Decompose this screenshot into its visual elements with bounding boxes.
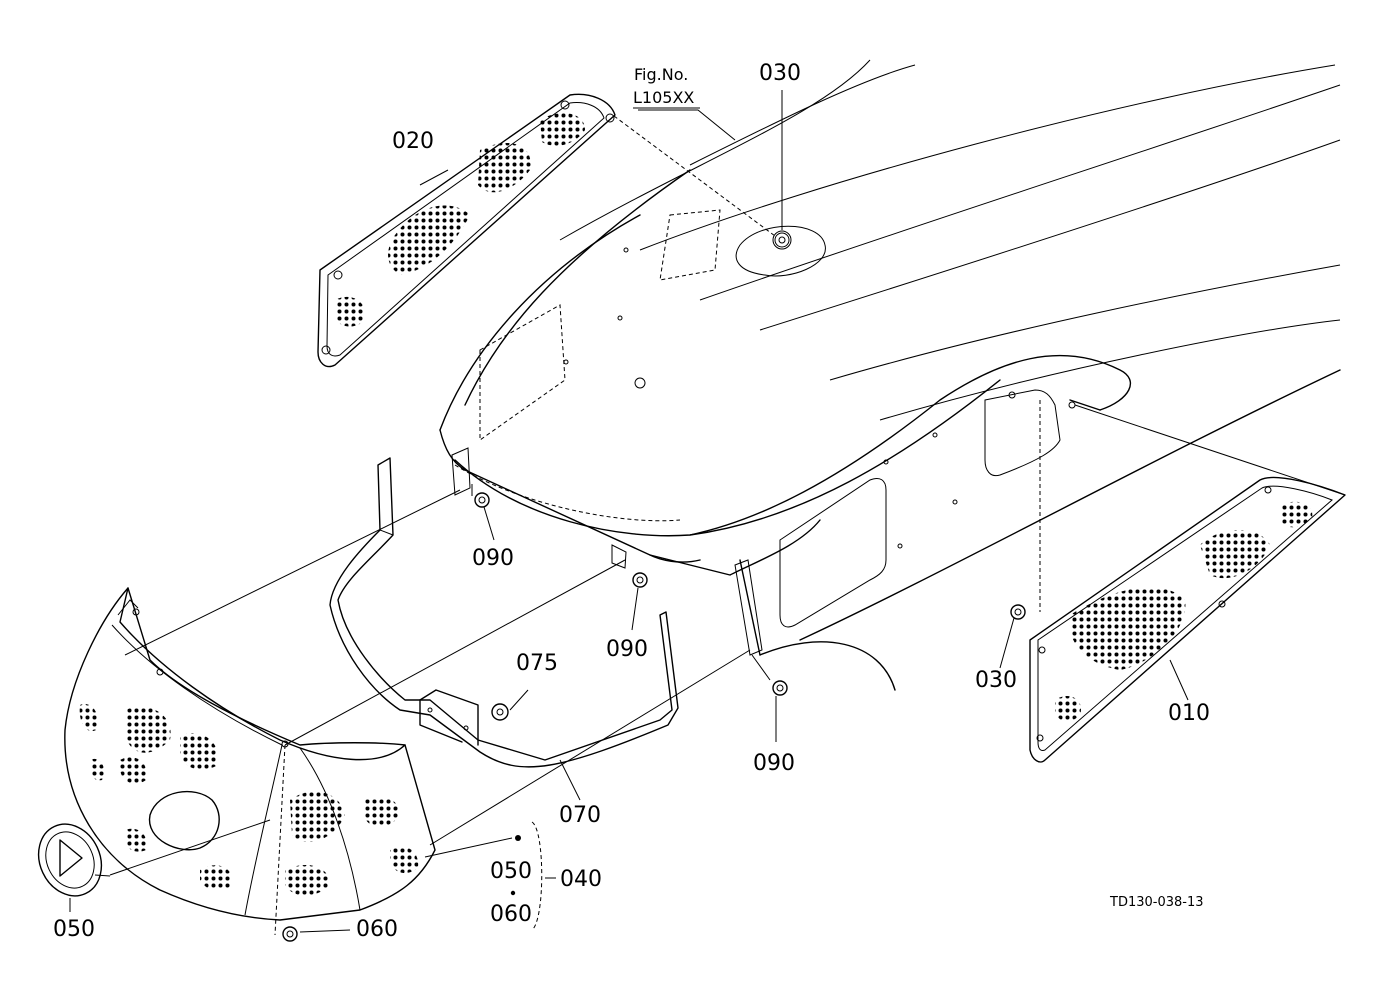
callout-020: 020 xyxy=(392,129,434,154)
callout-030-right: 030 xyxy=(975,668,1017,693)
callout-050-left: 050 xyxy=(53,917,95,942)
emblem-050[interactable] xyxy=(27,814,113,906)
fig-no-label: Fig.No. xyxy=(634,65,688,84)
support-frame-070[interactable] xyxy=(329,457,679,768)
grommet-060 xyxy=(282,926,298,942)
callout-090-c: 090 xyxy=(753,751,795,776)
grommet-090-a xyxy=(474,492,490,508)
fig-no-value: L105XX xyxy=(633,88,694,107)
labels: Fig.No. L105XX 030 020 090 090 090 075 0… xyxy=(53,61,1210,942)
grommet-030-right xyxy=(1010,604,1026,620)
drawing-code: TD130-038-13 xyxy=(1109,895,1204,910)
callout-090-b: 090 xyxy=(606,637,648,662)
callout-060-bottom: 060 xyxy=(356,917,398,942)
callout-070: 070 xyxy=(559,803,601,828)
callout-040: 040 xyxy=(560,867,602,892)
callout-050-kit: 050 xyxy=(490,859,532,884)
front-grille-020[interactable] xyxy=(317,93,616,368)
leader-lines xyxy=(69,90,1346,936)
hood-body xyxy=(439,59,1341,691)
callout-090-a: 090 xyxy=(472,546,514,571)
grommet-075 xyxy=(491,703,509,721)
callout-060-kit: 060 xyxy=(490,902,532,927)
front-nose-cover[interactable] xyxy=(64,587,436,921)
callout-075: 075 xyxy=(516,651,558,676)
grommet-090-b xyxy=(632,572,648,588)
callout-030-top: 030 xyxy=(759,61,801,86)
grommet-090-c xyxy=(772,680,788,696)
callout-010: 010 xyxy=(1168,701,1210,726)
grommet-030-top xyxy=(772,230,792,250)
